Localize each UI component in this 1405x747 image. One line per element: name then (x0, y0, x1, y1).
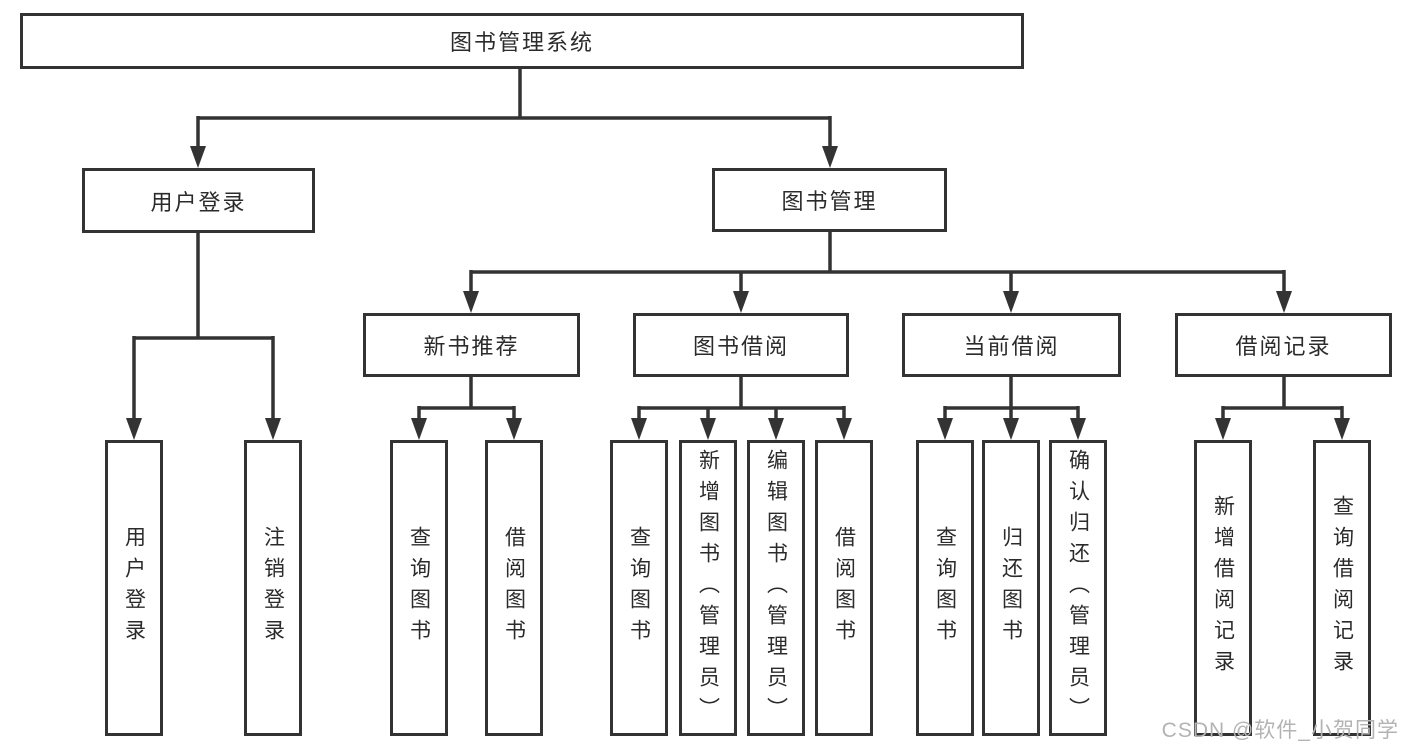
connector-userlogin-to-leaves (132, 233, 275, 422)
arrow-icon (411, 418, 427, 440)
arrow-icon (265, 418, 281, 440)
node-new-book-recommend: 新书推荐 (363, 313, 580, 377)
leaf-logout: 注销登录 (244, 440, 302, 736)
arrow-icon (733, 291, 749, 313)
connector-root-to-level2 (196, 69, 832, 150)
arrow-icon (126, 418, 142, 440)
leaf-borrow-books: 借阅图书 (815, 440, 873, 736)
leaf-user-login: 用户登录 (105, 440, 163, 736)
arrow-icon (1215, 418, 1231, 440)
arrow-icon (700, 418, 716, 440)
arrow-icon (937, 418, 953, 440)
leaf-query-books-current: 查询图书 (916, 440, 974, 736)
arrow-icon (1070, 418, 1086, 440)
node-book-management: 图书管理 (712, 168, 947, 232)
connector-bookmgmt-to-mid (469, 232, 1286, 295)
leaf-query-borrow-record: 查询借阅记录 (1313, 440, 1371, 736)
connector-currentborrow-to-leaves (943, 377, 1080, 422)
node-borrowing-records: 借阅记录 (1175, 313, 1392, 377)
leaf-return-books: 归还图书 (982, 440, 1040, 736)
leaf-add-books-admin: 新增图书（管理员） (679, 440, 737, 736)
arrow-icon (1003, 291, 1019, 313)
arrow-icon (1003, 418, 1019, 440)
arrow-icon (1276, 291, 1292, 313)
arrow-icon (190, 146, 206, 168)
leaf-borrow-books-recommend: 借阅图书 (485, 440, 543, 736)
arrow-icon (1334, 418, 1350, 440)
connector-newbook-to-leaves (417, 377, 516, 422)
leaf-query-books-borrowing: 查询图书 (610, 440, 668, 736)
leaf-edit-books-admin: 编辑图书（管理员） (747, 440, 805, 736)
node-current-borrowing: 当前借阅 (902, 313, 1121, 377)
connector-bookborrow-to-leaves (637, 377, 846, 422)
connector-records-to-leaves (1221, 377, 1344, 422)
node-book-borrowing: 图书借阅 (633, 313, 849, 377)
arrow-icon (463, 291, 479, 313)
leaf-add-borrow-record: 新增借阅记录 (1194, 440, 1252, 736)
arrow-icon (506, 418, 522, 440)
arrow-icon (768, 418, 784, 440)
node-user-login: 用户登录 (82, 168, 315, 233)
leaf-query-books-recommend: 查询图书 (390, 440, 448, 736)
node-library-system: 图书管理系统 (20, 13, 1024, 69)
arrow-icon (822, 146, 838, 168)
arrow-icon (836, 418, 852, 440)
leaf-confirm-return-admin: 确认归还（管理员） (1049, 440, 1107, 736)
watermark: CSDN @软件_小贺同学 (1161, 719, 1399, 742)
arrow-icon (631, 418, 647, 440)
